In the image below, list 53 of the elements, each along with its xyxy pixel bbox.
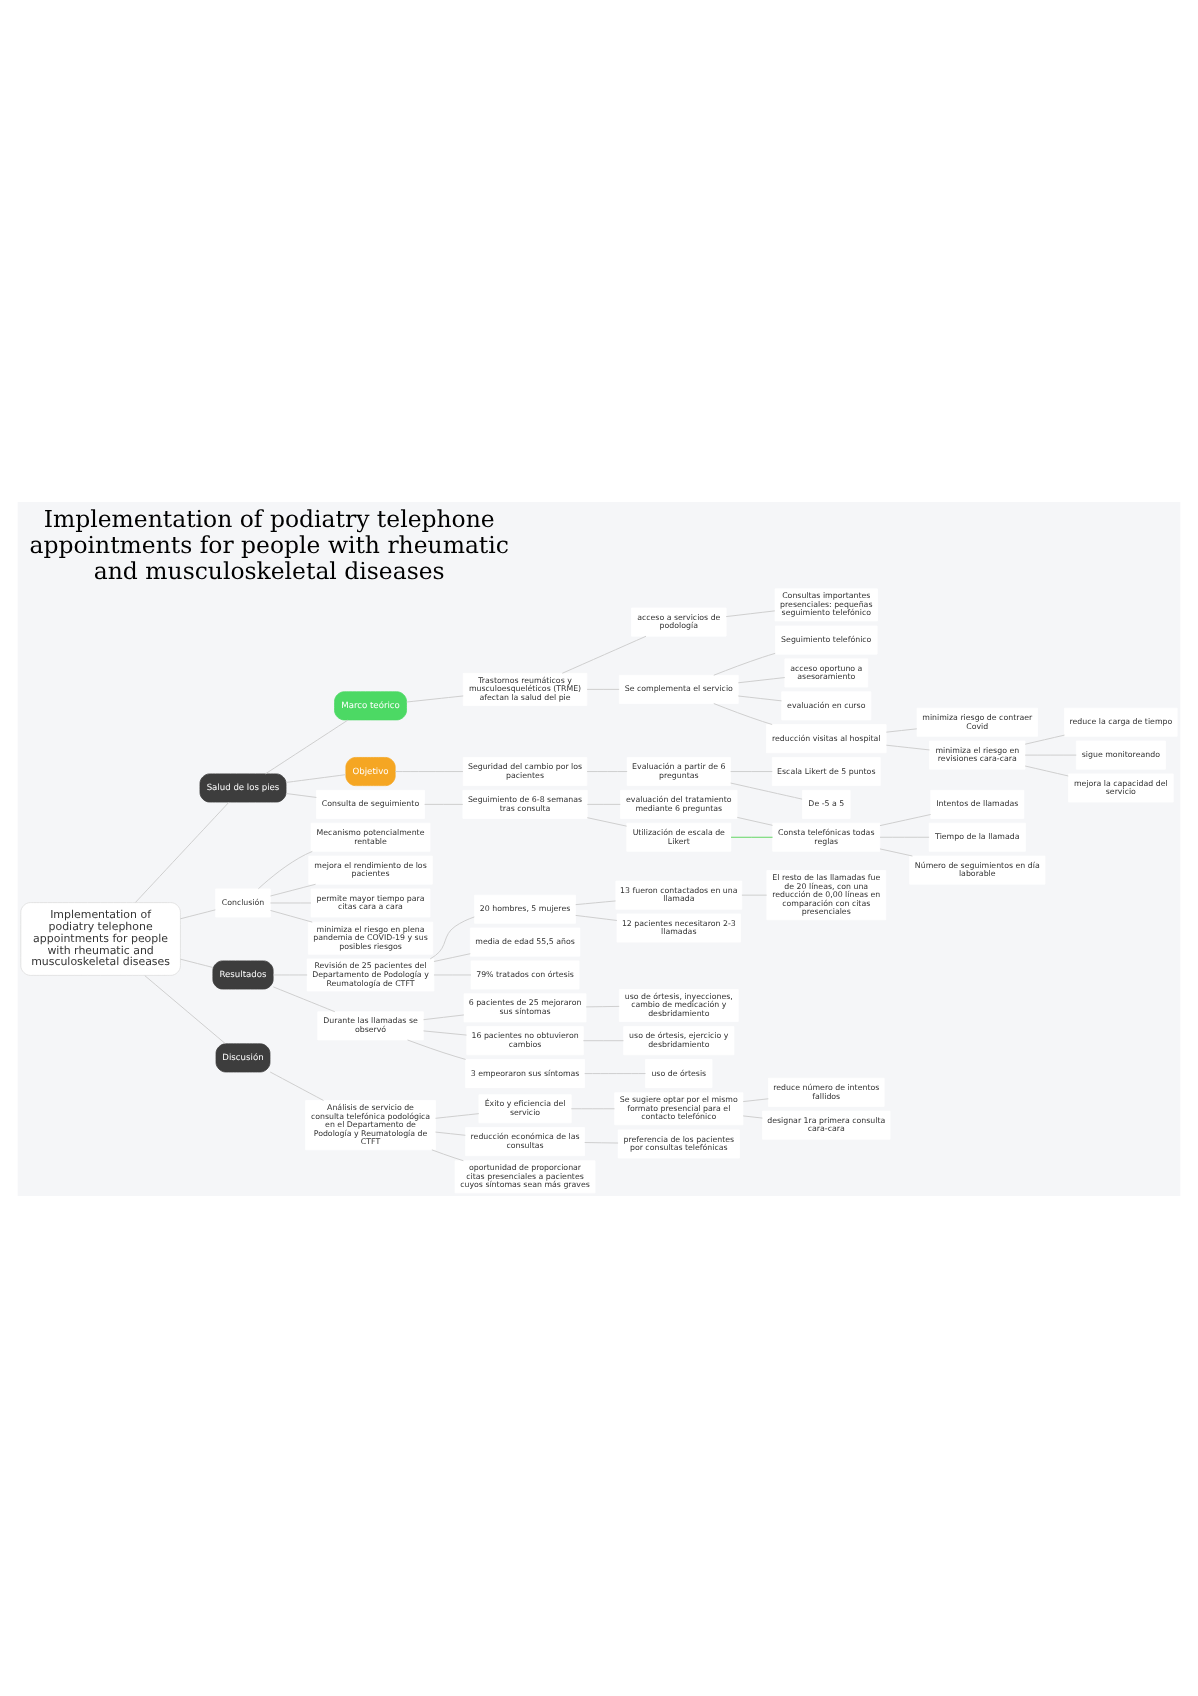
connector xyxy=(585,1004,620,1007)
connector xyxy=(435,1130,466,1135)
connector xyxy=(270,909,313,922)
connector xyxy=(885,727,918,732)
connector xyxy=(879,847,913,856)
connector xyxy=(264,718,349,774)
connector xyxy=(1024,733,1065,744)
connector xyxy=(180,908,216,919)
connector xyxy=(737,676,786,683)
connector xyxy=(730,770,773,771)
connector xyxy=(431,1148,464,1161)
connector xyxy=(285,773,347,782)
diagram-title: Implementation of podiatry telephone appointments for people with rheumatic and musculoskeletal diseases xyxy=(29,504,509,584)
connector xyxy=(730,835,773,837)
connector xyxy=(742,1097,769,1102)
connector xyxy=(586,687,620,689)
connector xyxy=(730,781,803,799)
connector xyxy=(713,651,776,675)
connector xyxy=(423,1029,467,1035)
connector xyxy=(429,915,475,959)
connector xyxy=(582,1039,624,1041)
connector xyxy=(742,1114,763,1118)
connector xyxy=(725,609,776,617)
connector xyxy=(180,957,214,967)
connector xyxy=(586,802,621,804)
connector xyxy=(406,694,464,702)
connector xyxy=(879,835,930,837)
connector xyxy=(435,1112,480,1118)
connector xyxy=(407,1038,467,1059)
connector xyxy=(584,1141,619,1143)
connector xyxy=(269,1070,324,1100)
connector xyxy=(737,694,782,701)
connector xyxy=(423,1013,465,1020)
connector xyxy=(394,770,464,771)
connector xyxy=(586,816,628,826)
connector xyxy=(575,899,617,905)
connector xyxy=(144,974,226,1043)
connector xyxy=(885,743,930,750)
connector xyxy=(561,634,647,673)
connector xyxy=(433,952,471,961)
connector xyxy=(257,849,313,889)
connector xyxy=(285,792,317,797)
connector xyxy=(272,985,336,1012)
connector xyxy=(135,800,230,902)
connector xyxy=(879,813,932,826)
connector xyxy=(270,882,317,896)
connector xyxy=(424,802,464,804)
connector xyxy=(586,770,628,771)
connector xyxy=(584,1072,646,1073)
connector xyxy=(736,815,773,825)
connector xyxy=(713,702,773,724)
connector xyxy=(1024,764,1069,776)
connector xyxy=(575,913,618,920)
